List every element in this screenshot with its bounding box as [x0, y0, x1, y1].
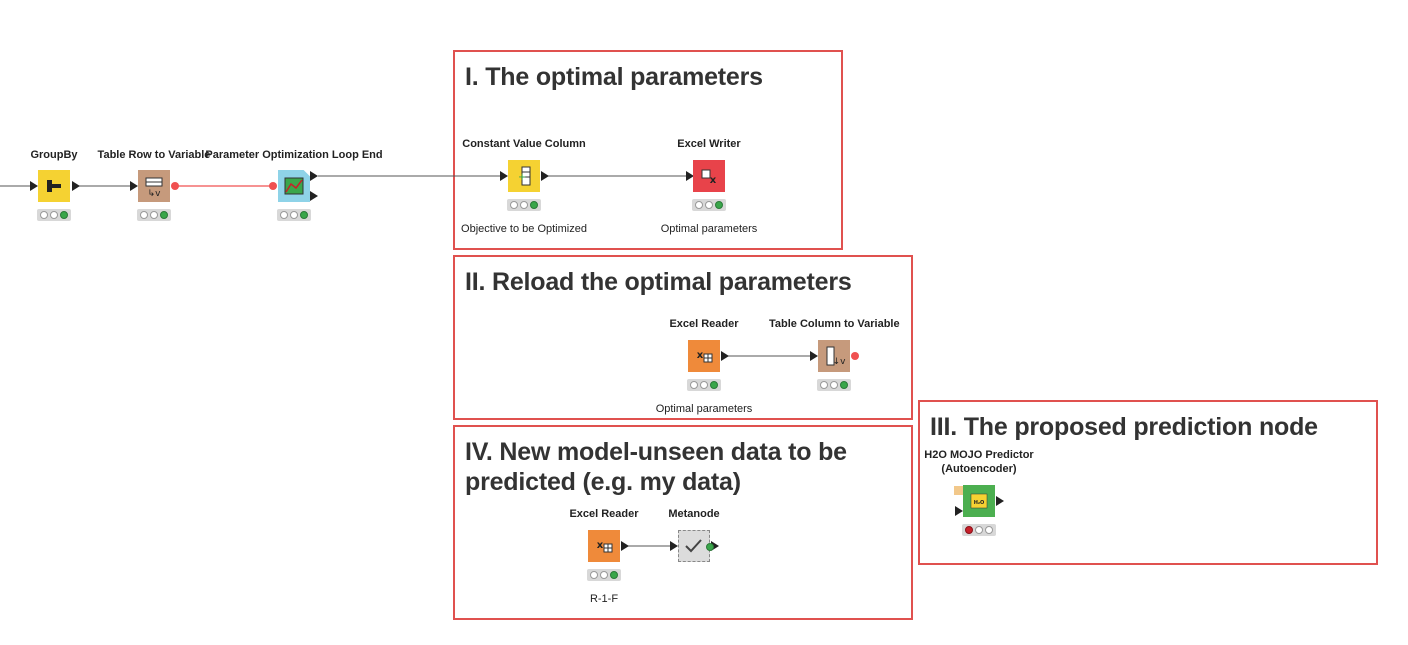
checkmark-icon [685, 539, 702, 553]
table-column-to-variable-node[interactable]: ↓v [818, 340, 850, 372]
groupby-node[interactable] [38, 170, 70, 202]
node-status [137, 209, 171, 221]
node-title-groupby: GroupBy [30, 149, 78, 161]
annotation-title-line1: IV. New model-unseen data to be [465, 438, 847, 466]
node-title-excel-writer: Excel Writer [677, 138, 741, 150]
row-to-variable-icon: ↳v [145, 177, 163, 199]
output-port-icon [621, 541, 629, 551]
node-title-h2o-mojo-predictor-sub: (Autoencoder) [941, 463, 1017, 475]
metanode-output-status-icon [706, 543, 714, 551]
node-label-excel-writer: Optimal parameters [660, 223, 758, 235]
annotation-title: II. Reload the optimal parameters [465, 268, 852, 296]
excel-reader-node[interactable]: x [688, 340, 720, 372]
node-status [277, 209, 311, 221]
node-label-excel-reader: Optimal parameters [655, 403, 753, 415]
excel-writer-node[interactable]: x [693, 160, 725, 192]
output-port-icon [996, 496, 1004, 506]
node-label-constant-value-column: Objective to be Optimized [461, 223, 587, 235]
node-title-table-column-to-variable: Table Column to Variable [769, 318, 900, 330]
annotation-reload-parameters[interactable]: II. Reload the optimal parameters [453, 255, 913, 420]
input-port-icon [30, 181, 38, 191]
excel-reader-icon: x [597, 540, 613, 553]
annotation-title: I. The optimal parameters [465, 63, 763, 91]
parameter-optimization-loop-end-node[interactable] [278, 170, 310, 202]
node-title-excel-reader: Excel Reader [669, 318, 739, 330]
output-port-icon [72, 181, 80, 191]
svg-text:+: + [518, 172, 526, 183]
input-port-icon [810, 351, 818, 361]
node-status [587, 569, 621, 581]
node-title-param-opt-loop-end: Parameter Optimization Loop End [205, 149, 383, 161]
flow-variable-port-icon [269, 182, 277, 190]
annotation-new-data[interactable]: IV. New model-unseen data to be predicte… [453, 425, 913, 620]
annotation-title-line2: predicted (e.g. my data) [465, 468, 741, 496]
input-port-icon [130, 181, 138, 191]
node-label-excel-reader: R-1-F [589, 593, 619, 605]
excel-reader-icon: x [697, 350, 713, 363]
input-port-icon [670, 541, 678, 551]
output-port-icon [721, 351, 729, 361]
svg-text:x: x [697, 350, 704, 361]
node-title-constant-value-column: Constant Value Column [462, 138, 586, 150]
column-to-variable-icon: ↓v [826, 346, 847, 367]
input-port-icon [500, 171, 508, 181]
svg-text:↓v: ↓v [833, 357, 847, 367]
node-status [507, 199, 541, 211]
constant-column-icon: + [518, 166, 531, 186]
excel-writer-icon: x [701, 169, 717, 186]
node-title-h2o-mojo-predictor: H2O MOJO Predictor [924, 449, 1034, 461]
svg-text:H₂O: H₂O [974, 500, 985, 506]
constant-value-column-node[interactable]: + [508, 160, 540, 192]
groupby-icon [47, 180, 61, 192]
model-input-port-icon [954, 486, 963, 495]
node-status [962, 524, 996, 536]
annotation-title: III. The proposed prediction node [930, 413, 1318, 441]
output-port-icon [310, 191, 318, 201]
node-status [687, 379, 721, 391]
node-status [692, 199, 726, 211]
node-title-table-row-to-variable: Table Row to Variable [97, 149, 211, 161]
node-title-metanode: Metanode [668, 508, 720, 520]
h2o-predictor-icon: H₂O [970, 493, 988, 509]
output-port-icon [541, 171, 549, 181]
flow-variable-port-icon [171, 182, 179, 190]
node-status [37, 209, 71, 221]
svg-text:x: x [710, 175, 717, 186]
svg-text:↳v: ↳v [148, 189, 162, 199]
flow-variable-port-icon [851, 352, 859, 360]
annotation-proposed-prediction[interactable]: III. The proposed prediction node [918, 400, 1378, 565]
loop-end-chart-icon [284, 177, 304, 195]
excel-reader-node[interactable]: x [588, 530, 620, 562]
node-status [817, 379, 851, 391]
annotation-optimal-parameters[interactable]: I. The optimal parameters [453, 50, 843, 250]
input-port-icon [686, 171, 694, 181]
svg-text:x: x [597, 540, 604, 551]
h2o-mojo-predictor-node[interactable]: H₂O [963, 485, 995, 517]
metanode[interactable] [678, 530, 710, 562]
output-port-icon [310, 171, 318, 181]
input-port-icon [955, 506, 963, 516]
table-row-to-variable-node[interactable]: ↳v [138, 170, 170, 202]
node-title-excel-reader: Excel Reader [569, 508, 639, 520]
